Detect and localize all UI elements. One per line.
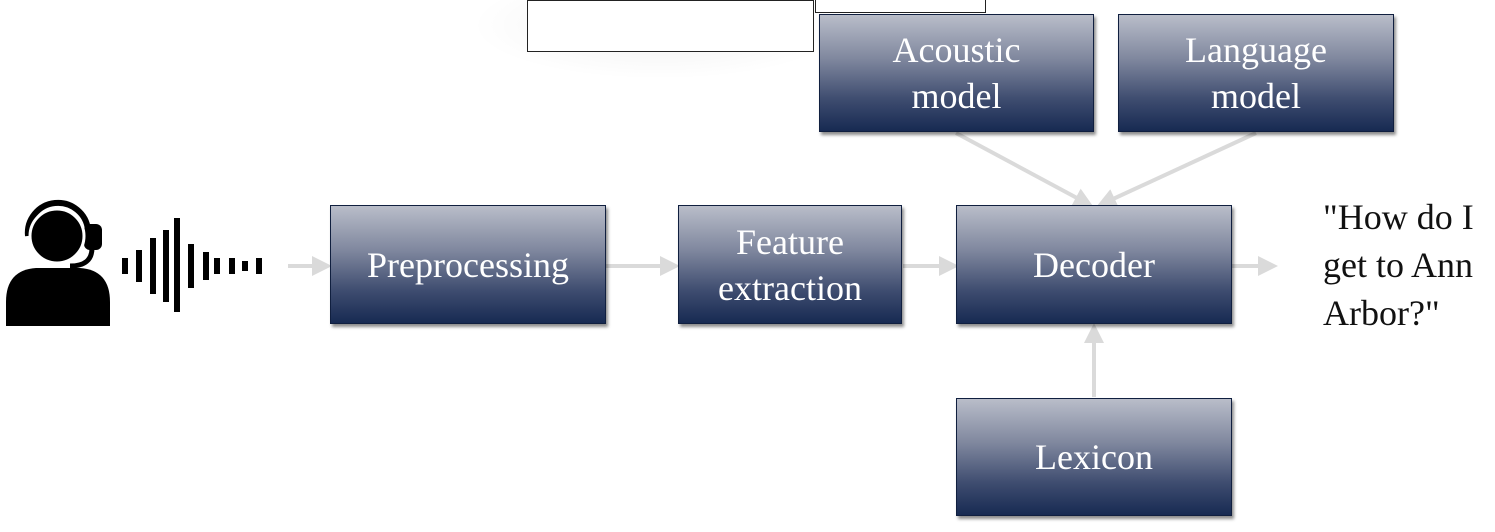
preprocessing-label: Preprocessing	[367, 244, 569, 285]
language-model-block: Language model	[1118, 14, 1394, 132]
decoder-block: Decoder	[956, 205, 1232, 324]
decoder-label: Decoder	[1033, 244, 1155, 285]
speaker-headset-icon	[6, 199, 110, 326]
lexicon-block: Lexicon	[956, 398, 1232, 516]
preprocessing-block: Preprocessing	[330, 205, 606, 324]
output-transcription: "How do I get to Ann Arbor?"	[1323, 197, 1474, 333]
sound-wave-icon	[122, 218, 262, 312]
acoustic-model-block: Acoustic model	[819, 14, 1094, 132]
blank-box-left	[527, 0, 814, 52]
lexicon-label: Lexicon	[1035, 437, 1153, 477]
feature-extraction-label: Feature extraction	[718, 221, 862, 308]
arrow-acoustic-to-decoder	[955, 131, 1094, 207]
arrow-language-to-decoder	[1096, 131, 1257, 208]
acoustic-model-label: Acoustic model	[892, 30, 1021, 116]
blank-box-right	[815, 0, 986, 13]
feature-extraction-block: Feature extraction	[678, 205, 902, 324]
language-model-label: Language model	[1185, 30, 1327, 116]
